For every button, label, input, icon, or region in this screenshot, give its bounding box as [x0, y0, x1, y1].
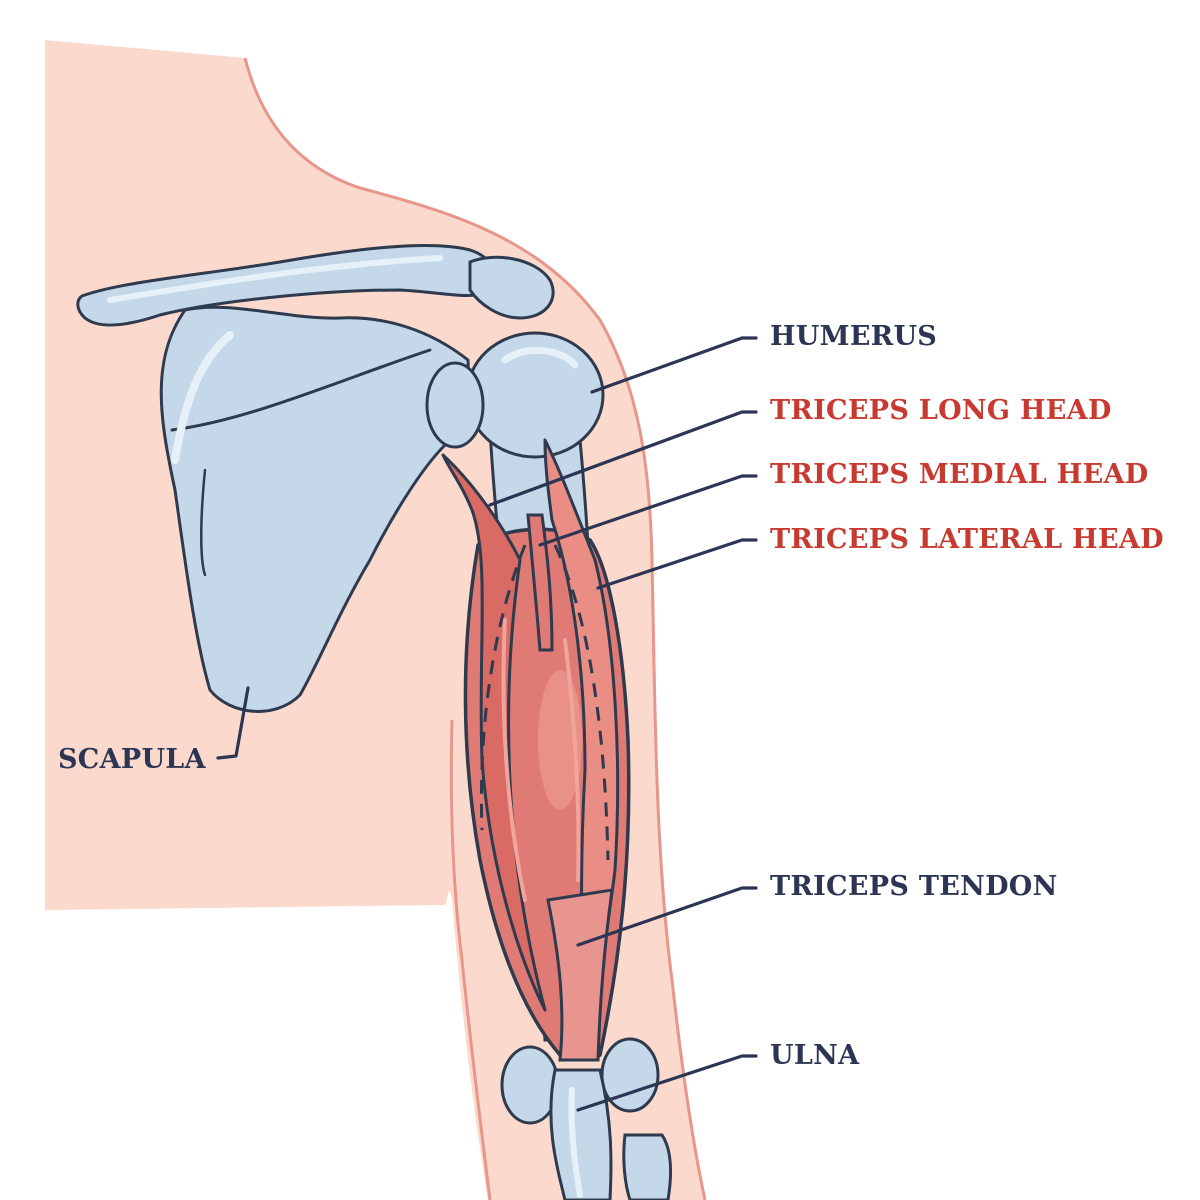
clavicle-bone: [76, 244, 496, 327]
scapula-ridge: [200, 468, 207, 577]
label-ulna: ULNA: [770, 1040, 860, 1071]
leader-humerus: [590, 336, 758, 394]
scapula-spine: [170, 348, 432, 432]
label-triceps-tendon: TRICEPS TENDON: [770, 871, 1058, 902]
leader-medial-head: [538, 474, 758, 547]
label-triceps-long-head: TRICEPS LONG HEAD: [770, 395, 1112, 426]
ulna-bone: [549, 1068, 613, 1200]
triceps-long-head-strip: [441, 453, 547, 1012]
arm-inner-outline: [449, 719, 492, 1200]
leader-scapula: [216, 686, 250, 760]
label-triceps-medial-head: TRICEPS MEDIAL HEAD: [770, 459, 1148, 490]
clavicle-highlight: [107, 255, 443, 303]
ulna-highlight: [568, 1087, 583, 1198]
label-triceps-lateral-head: TRICEPS LATERAL HEAD: [770, 524, 1164, 555]
muscle-fiber-1: [501, 618, 527, 902]
scapula-highlight: [171, 331, 234, 464]
dashed-boundary-right: [553, 544, 610, 861]
scapula-bone: [159, 305, 470, 713]
body-outline: [243, 57, 707, 1200]
muscle-sheen: [538, 670, 582, 810]
acromion: [468, 255, 555, 320]
humerus-head-highlight: [501, 346, 579, 369]
triceps-medial-head-strip: [526, 513, 554, 652]
leader-lateral-head: [596, 538, 758, 590]
leader-tendon: [576, 886, 758, 947]
leader-lines: [216, 336, 758, 1112]
radius-bone: [622, 1133, 672, 1200]
leader-ulna: [576, 1054, 758, 1112]
leader-long-head: [488, 410, 758, 507]
dashed-boundary-left: [479, 544, 527, 831]
label-humerus: HUMERUS: [770, 321, 937, 352]
glenoid: [425, 361, 485, 449]
label-scapula: SCAPULA: [58, 744, 207, 775]
